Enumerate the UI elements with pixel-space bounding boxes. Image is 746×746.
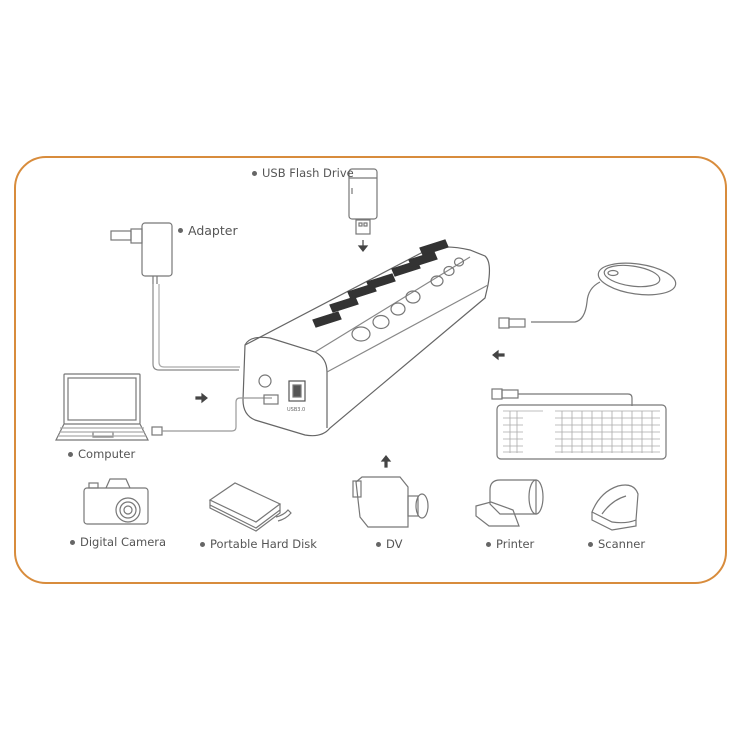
diagram-frame <box>14 156 727 584</box>
label-scanner: Scanner <box>588 537 645 551</box>
label-usb-flash-drive: USB Flash Drive <box>252 166 354 180</box>
bullet-icon <box>178 228 183 233</box>
hub-rear-label: USB3.0 <box>287 407 305 413</box>
bullet-icon <box>70 539 75 545</box>
adapter-cable <box>152 284 239 371</box>
label-portable-hard-disk: Portable Hard Disk <box>200 537 317 551</box>
bullet-icon <box>68 451 73 457</box>
bullet-icon <box>588 541 593 547</box>
label-adapter: Adapter <box>178 223 238 238</box>
label-dv: DV <box>376 537 403 551</box>
portable-hard-disk-icon <box>208 482 292 532</box>
arrow-up-icon <box>380 455 392 468</box>
label-printer: Printer <box>486 537 534 551</box>
computer-cable <box>162 397 272 432</box>
scanner-icon <box>591 484 639 531</box>
bullet-icon <box>200 541 205 547</box>
arrow-down-icon <box>357 240 369 252</box>
digital-camera-icon <box>83 478 149 525</box>
bullet-icon <box>376 541 381 547</box>
laptop-icon <box>55 373 149 441</box>
label-computer: Computer <box>68 447 135 461</box>
label-digital-camera: Digital Camera <box>70 535 166 549</box>
usb-hub-icon <box>242 239 491 437</box>
arrow-right-icon <box>195 392 208 404</box>
bullet-icon <box>486 541 491 547</box>
usb-flash-drive-icon <box>348 168 378 235</box>
bullet-icon <box>252 170 257 176</box>
printer-icon <box>475 479 544 527</box>
keyboard-icon <box>491 388 667 460</box>
adapter-icon <box>110 222 173 284</box>
dv-camcorder-icon <box>352 476 429 528</box>
mouse-icon <box>531 262 677 323</box>
arrow-left-icon <box>492 349 505 361</box>
